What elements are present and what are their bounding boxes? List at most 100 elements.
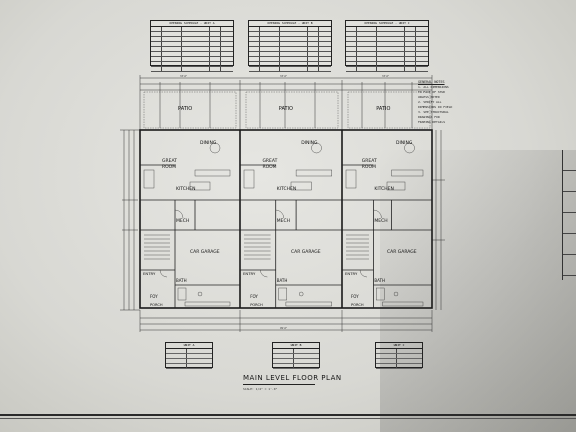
schedule-row [151,27,233,32]
garage-door [382,301,424,307]
room-label-entry: ENTRY [243,271,256,276]
sheet-scale: SCALE: 1/4" = 1'-0" [243,387,278,391]
schedule-row [249,52,331,57]
area-table-title: UNIT A [166,343,212,349]
room-label-mech: MECH [374,218,387,224]
notes-line: FRAMING DETAILS [418,120,446,124]
garage-door [184,301,231,307]
room-label-mech: MECH [176,218,189,224]
area-table-title: UNIT C [376,343,422,349]
room-label-porch: PORCH [250,303,263,307]
room-label-dining: DINING [396,140,413,146]
room-label-garage: CAR GARAGE [291,249,321,255]
schedule-row [346,47,428,52]
tub [376,287,385,301]
general-notes: GENERAL NOTES 1. ALL DIMENSIONS TO FACE … [418,80,488,125]
notes-line: 1. ALL DIMENSIONS [418,85,449,89]
room-label-kitchen: KITCHEN [277,186,297,192]
appliance [243,169,255,189]
garage-door [285,301,332,307]
room-label-great: GREAT [162,158,177,164]
door-swing [359,269,368,278]
area-row [376,354,422,359]
svg-text:33'-0": 33'-0" [382,75,389,78]
room-label-patio: PATIO [376,106,390,112]
toilet [298,291,304,297]
dining-table [209,142,221,154]
appliance [345,169,357,189]
floor-plan: 33'-0" 33'-0" 33'-0" 99'-0" PATIO DINING G… [120,70,455,335]
room-label-great: GREAT [262,158,277,164]
schedule-row [346,57,428,62]
title-block [562,150,576,280]
schedule-row [249,62,331,67]
schedule-row [249,57,331,62]
room-label-room: ROOM [362,164,376,170]
room-label-bath: BATH [176,278,187,283]
dining-table [404,142,415,154]
sheet-border-inner [0,418,576,419]
room-label-entry: ENTRY [143,271,156,276]
notes-line: DIMENSIONS IN FIELD [418,105,453,109]
tub [177,287,187,301]
svg-text:99'-0": 99'-0" [280,327,287,330]
area-row [376,349,422,354]
schedule-row [151,37,233,42]
room-label-kitchen: KITCHEN [176,186,196,192]
schedule-row [346,62,428,67]
schedule-title: OPENING SCHEDULE - UNIT C [346,21,428,27]
title-underline [243,384,315,385]
schedule-row [346,42,428,47]
notes-line: 3. SEE STRUCTURAL [418,110,449,114]
schedule-row [346,67,428,72]
area-row [273,359,319,364]
schedule-row [151,42,233,47]
room-label-kitchen: KITCHEN [374,186,394,192]
schedule-row [249,37,331,42]
door-swing [174,209,184,219]
sheet-border [0,414,576,416]
kitchen-island [189,181,211,191]
kitchen-island [386,181,406,191]
svg-text:33'-0": 33'-0" [180,75,187,78]
schedule-row [346,37,428,42]
area-row [273,364,319,369]
schedule-row [346,52,428,57]
schedule-row [151,67,233,72]
appliance [143,169,155,189]
sheet-title: MAIN LEVEL FLOOR PLAN [243,374,342,382]
room-label-room: ROOM [162,164,176,170]
schedule-row [151,52,233,57]
room-label-dining: DINING [301,140,318,146]
room-label-mech: MECH [277,218,290,224]
room-label-garage: CAR GARAGE [190,249,220,255]
toilet [393,291,399,297]
schedule-row [346,27,428,32]
kitchen-counter [194,169,231,177]
room-label-porch: PORCH [150,303,163,307]
notes-line: TO FACE OF STUD [418,90,446,94]
area-row [166,364,212,369]
tub [278,287,287,301]
kitchen-counter [295,169,333,177]
area-table: UNIT C [375,342,423,369]
opening-schedule-table: OPENING SCHEDULE - UNIT B [248,20,332,72]
toilet [197,291,203,297]
svg-text:33'-0": 33'-0" [280,75,287,78]
room-label-foyer: FOY [250,294,258,299]
floor-plan-drawing: 33'-0" 33'-0" 33'-0" 99'-0" PATIO DINING G… [120,75,445,332]
room-label-great: GREAT [362,158,377,164]
notes-heading: GENERAL NOTES [418,80,445,84]
schedule-row [249,32,331,37]
room-label-bath: BATH [374,278,385,283]
notes-line: UNLESS NOTED [418,95,440,99]
room-label-garage: CAR GARAGE [387,249,417,255]
room-label-foyer: FOY [351,294,359,299]
schedule-row [151,57,233,62]
area-row [166,354,212,359]
kitchen-counter [391,169,424,177]
notes-line: 2. VERIFY ALL [418,100,442,104]
area-row [166,349,212,354]
room-label-bath: BATH [277,278,288,283]
schedule-row [249,67,331,72]
